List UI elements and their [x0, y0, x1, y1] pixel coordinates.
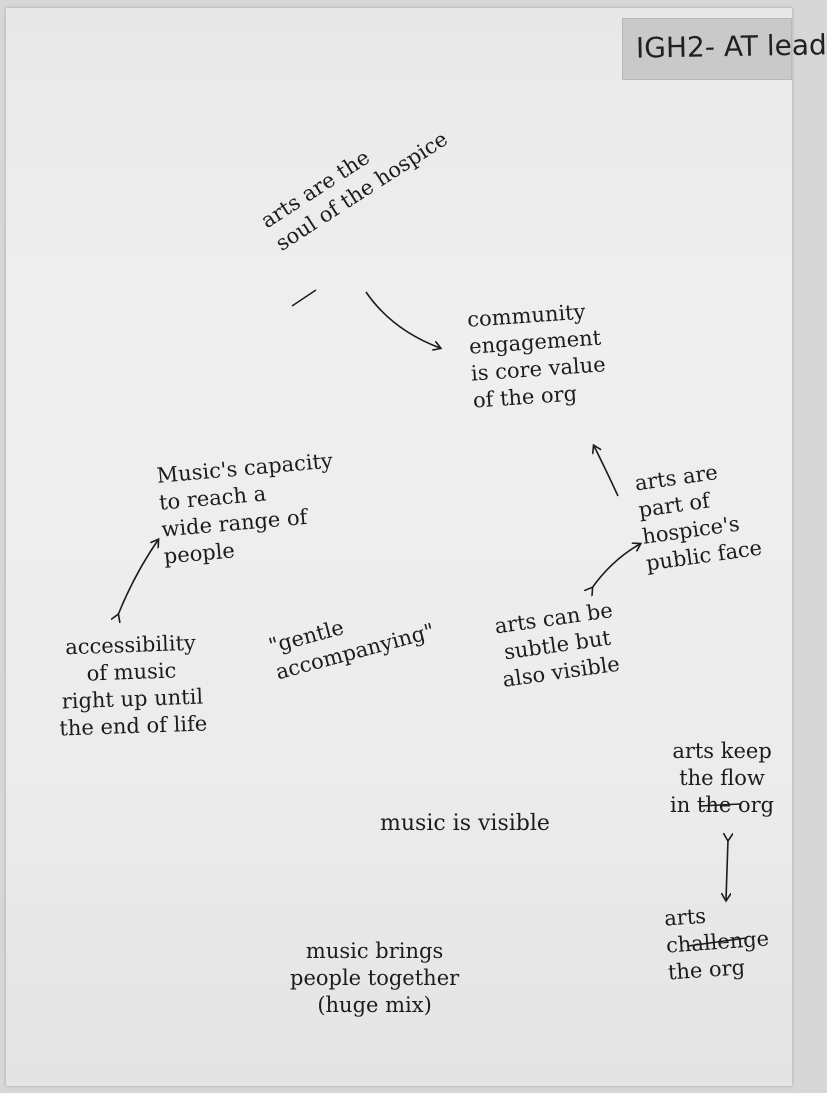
arrows-layer [0, 289, 747, 947]
underline-soul [291, 289, 317, 307]
arrow-publicface-to-community [594, 446, 619, 497]
arrow-flow-to-challenge [726, 840, 728, 900]
arrow-subtle-to-publicface [592, 544, 640, 588]
underline-flow [699, 803, 741, 807]
note-music-visible: music is visible [380, 811, 550, 836]
underline-challenge [687, 937, 747, 947]
note-arts-flow: arts keep the flow in the org [670, 739, 775, 817]
label-tag [622, 18, 792, 80]
note-music-brings: music brings people together (huge mix) [290, 939, 460, 1017]
arrow-soul-to-community [365, 291, 440, 348]
arrow-accessibility-to-capacity [118, 540, 158, 615]
